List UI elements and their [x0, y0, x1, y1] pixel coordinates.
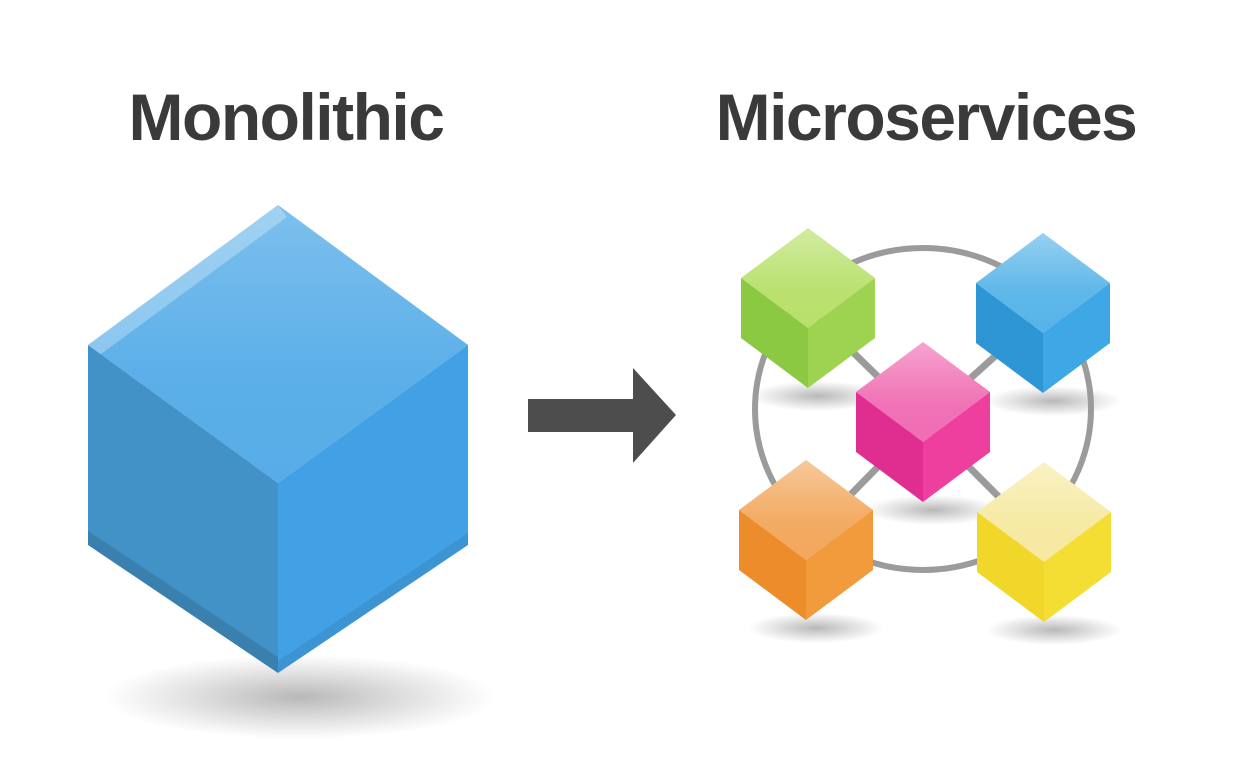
green-cube-right-face — [808, 278, 875, 388]
orange-service-cube — [739, 460, 873, 620]
orange-cube-right-face — [806, 510, 873, 620]
monolith-left-face — [88, 345, 278, 673]
yellow-service-shadow — [986, 615, 1122, 645]
orange-cube-left-face — [739, 510, 806, 620]
green-cube-left-face — [741, 278, 808, 388]
pink-cube-left-face — [856, 392, 923, 502]
pink-service-cube — [856, 342, 990, 502]
yellow-service-cube — [977, 462, 1111, 622]
monolithic-title: Monolithic — [128, 80, 445, 154]
microservices-title: Microservices — [715, 80, 1138, 154]
monolith-cube — [88, 205, 495, 739]
monolith-shadow — [105, 655, 495, 739]
yellow-cube-right-face — [1044, 512, 1111, 622]
pink-service-shadow — [865, 495, 1001, 525]
monolith-bottom-right-bevel — [278, 533, 468, 673]
monolith-bottom-left-bevel — [88, 531, 278, 673]
yellow-cube-left-face — [977, 512, 1044, 622]
right-arrow-icon — [528, 368, 676, 463]
blue-cube-left-face — [976, 283, 1043, 393]
monolith-top-edge-highlight — [88, 205, 287, 357]
green-service-shadow — [750, 381, 886, 411]
microservices-cluster — [739, 228, 1122, 645]
green-service-cube — [741, 228, 875, 388]
blue-service-cube — [976, 233, 1110, 393]
blue-cube-right-face — [1043, 283, 1110, 393]
service-ring — [752, 245, 1094, 573]
monolith-top-sheen — [88, 205, 468, 483]
monolith-right-face — [278, 345, 468, 673]
pink-cube-right-face — [923, 392, 990, 502]
blue-service-shadow — [985, 386, 1121, 416]
orange-service-shadow — [748, 613, 884, 643]
